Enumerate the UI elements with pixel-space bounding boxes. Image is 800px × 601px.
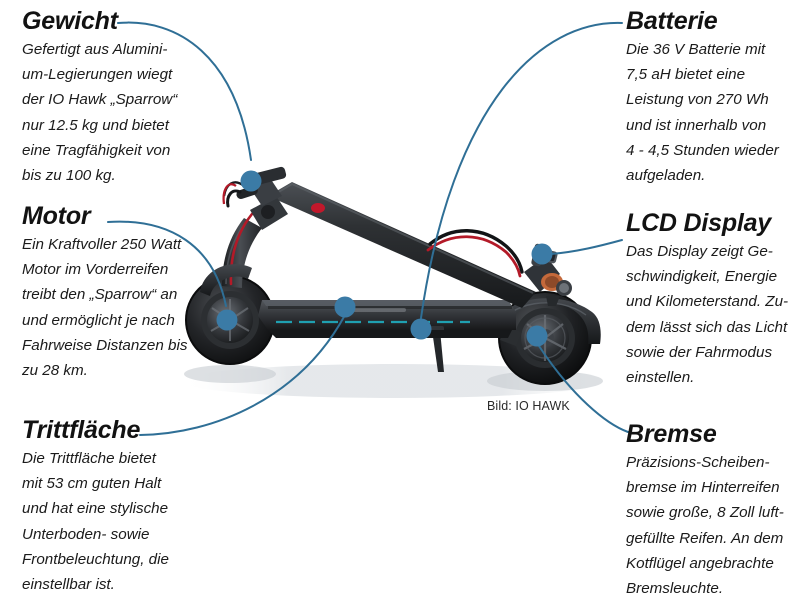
callout-lcd-display-line-6: einstellen. xyxy=(626,369,695,387)
callout-motor-line-6: zu 28 km. xyxy=(22,362,88,380)
callout-gewicht-line-1: Gefertigt aus Alumini- xyxy=(22,41,168,58)
callout-batterie-line-6: aufgeladen. xyxy=(626,167,706,185)
callout-trittflaeche-title: Trittfläche xyxy=(22,416,141,444)
callout-trittflaeche-body: Die Trittfläche bietet mit 53 cm guten H… xyxy=(22,446,282,597)
callout-trittflaeche-line-4: Unterboden- sowie xyxy=(22,525,150,543)
callout-gewicht-title: Gewicht xyxy=(22,7,118,35)
marker-gewicht xyxy=(240,170,262,192)
callout-batterie-body: Die 36 V Batterie mit 7,5 aH bietet eine… xyxy=(626,37,800,188)
callout-lcd-display: LCD Display Das Display zeigt Ge- schwin… xyxy=(626,208,800,390)
callout-bremse-line-2: bremse im Hinterreifen xyxy=(626,479,780,497)
callout-markers xyxy=(216,170,553,347)
callout-motor-body: Ein Kraftvoller 250 Watt Motor im Vorder… xyxy=(22,232,272,383)
image-credit: Bild: IO HAWK xyxy=(487,399,570,413)
callout-batterie-line-3: Leistung von 270 Wh xyxy=(626,91,769,109)
callout-gewicht-body: Gefertigt aus Alumini- um-Legierungen wi… xyxy=(22,37,272,188)
callout-gewicht: Gewicht Gefertigt aus Alumini- um-Legier… xyxy=(22,6,272,188)
marker-batterie xyxy=(410,318,432,340)
callout-bremse-line-5: Kotflügel angebrachte xyxy=(626,554,774,572)
callout-lcd-display-line-1: Das Display zeigt Ge- xyxy=(626,243,773,260)
callout-bremse-line-4: gefüllte Reifen. An dem xyxy=(626,529,784,547)
callout-trittflaeche-line-3: und hat eine stylische xyxy=(22,500,169,518)
callout-gewicht-line-4: nur 12.5 kg und bietet xyxy=(22,116,169,134)
callout-gewicht-line-3: der IO Hawk „Sparrow“ xyxy=(22,91,178,109)
callout-batterie: Batterie Die 36 V Batterie mit 7,5 aH bi… xyxy=(626,6,800,188)
connector-gewicht xyxy=(117,21,252,161)
marker-lcd xyxy=(531,243,553,265)
callout-batterie-line-1: Die 36 V Batterie mit xyxy=(626,41,766,58)
callout-motor-line-4: und ermöglicht je nach xyxy=(22,311,175,329)
callout-connector-lines xyxy=(107,21,629,436)
callout-motor-line-1: Ein Kraftvoller 250 Watt xyxy=(22,236,182,253)
callout-motor-line-3: treibt den „Sparrow“ an xyxy=(22,286,178,304)
marker-bremse xyxy=(526,325,548,347)
callout-lcd-display-body: Das Display zeigt Ge- schwindigkeit, Ene… xyxy=(626,239,800,390)
callout-bremse-line-6: Bremsleuchte. xyxy=(626,580,724,598)
callout-gewicht-line-5: eine Tragfähigkeit von xyxy=(22,141,171,159)
callout-trittflaeche: Trittfläche Die Trittfläche bietet mit 5… xyxy=(22,415,282,597)
callout-bremse-line-1: Präzisions-Scheiben- xyxy=(626,454,770,471)
callout-motor-title: Motor xyxy=(22,202,91,230)
callout-batterie-line-4: und ist innerhalb von xyxy=(626,116,767,134)
callout-lcd-display-line-4: dem lässt sich das Licht xyxy=(626,318,788,336)
callout-bremse-line-3: sowie große, 8 Zoll luft- xyxy=(626,504,784,522)
infographic-canvas: Gewicht Gefertigt aus Alumini- um-Legier… xyxy=(22,6,800,598)
callout-bremse-body: Präzisions-Scheiben- bremse im Hinterrei… xyxy=(626,450,800,601)
callout-gewicht-line-6: bis zu 100 kg. xyxy=(22,167,116,185)
callout-motor-line-5: Fahrweise Distanzen bis xyxy=(22,336,188,354)
callout-lcd-display-line-2: schwindigkeit, Energie xyxy=(626,268,778,286)
marker-motor xyxy=(216,309,238,331)
connector-bremse xyxy=(538,345,629,433)
callout-gewicht-line-2: um-Legierungen wiegt xyxy=(22,66,173,84)
callout-bremse: Bremse Präzisions-Scheiben- bremse im Hi… xyxy=(626,419,800,601)
callout-lcd-display-title: LCD Display xyxy=(626,209,772,237)
callout-lcd-display-line-3: und Kilometerstand. Zu- xyxy=(626,293,789,311)
connector-batterie xyxy=(420,21,623,319)
callout-batterie-line-2: 7,5 aH bietet eine xyxy=(626,66,746,84)
callout-trittflaeche-line-1: Die Trittfläche bietet xyxy=(22,450,156,467)
connector-trittflaeche xyxy=(139,314,346,436)
callout-trittflaeche-line-2: mit 53 cm guten Halt xyxy=(22,475,162,493)
callout-motor: Motor Ein Kraftvoller 250 Watt Motor im … xyxy=(22,201,272,383)
callout-trittflaeche-line-5: Frontbeleuchtung, die xyxy=(22,550,169,568)
marker-trittflaeche xyxy=(334,296,356,318)
callout-lcd-display-line-5: sowie der Fahrmodus xyxy=(626,343,773,361)
callout-batterie-title: Batterie xyxy=(626,7,718,35)
connector-lcd xyxy=(550,239,623,255)
callout-batterie-line-5: 4 - 4,5 Stunden wieder xyxy=(626,141,779,159)
callout-motor-line-2: Motor im Vorderreifen xyxy=(22,261,169,279)
callout-bremse-title: Bremse xyxy=(626,420,717,448)
callout-trittflaeche-line-6: einstellbar ist. xyxy=(22,576,115,594)
connector-motor xyxy=(107,220,227,307)
